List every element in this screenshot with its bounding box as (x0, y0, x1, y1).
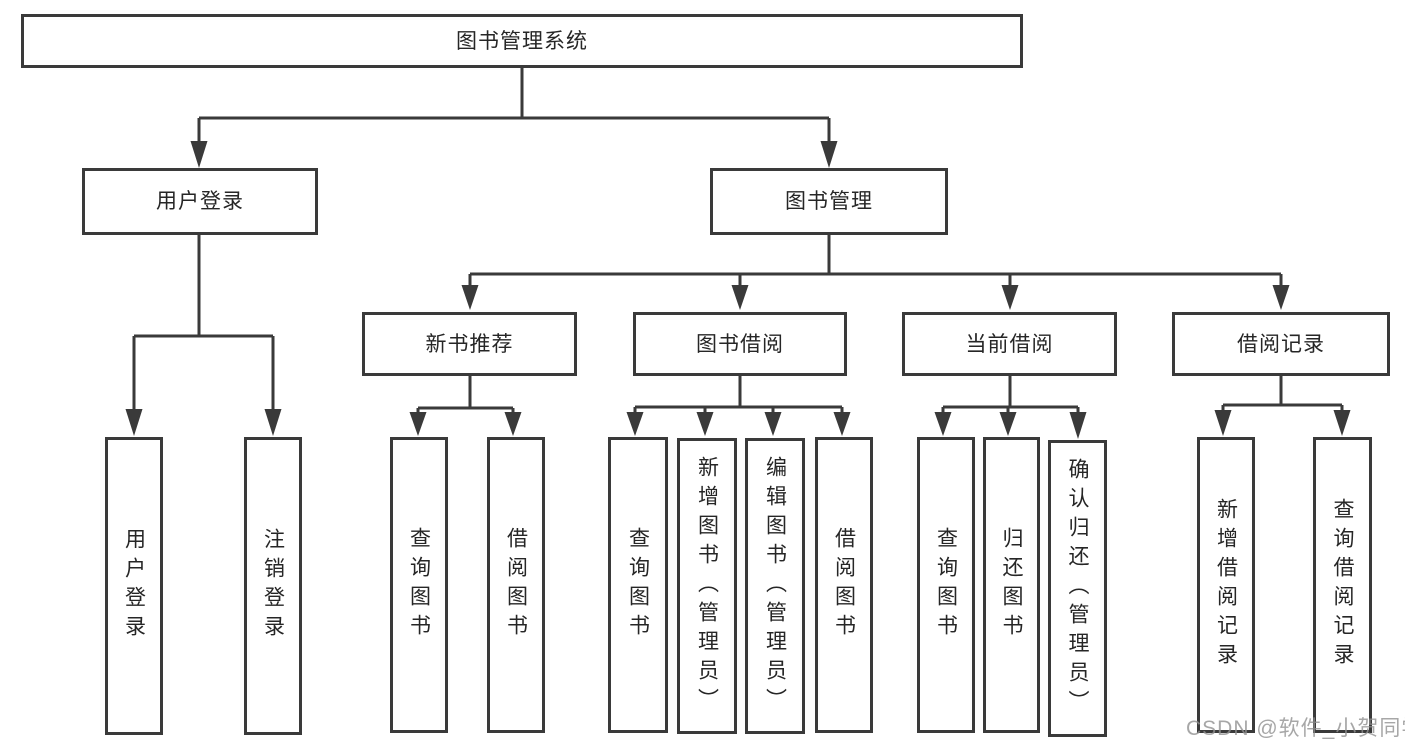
csdn-watermark: CSDN @软件_小贺同学 (1186, 717, 1405, 740)
leaf-recommend-borrow-books: 借阅图书 (487, 437, 545, 733)
node-book-borrowing: 图书借阅 (633, 312, 847, 376)
leaf-recommend-query-books: 查询图书 (390, 437, 448, 733)
leaf-logout: 注销登录 (244, 437, 302, 735)
node-book-management: 图书管理 (710, 168, 948, 235)
leaf-current-confirm-return-admin: 确认归还（管理员） (1048, 440, 1107, 737)
leaf-borrowing-add-books-admin: 新增图书（管理员） (677, 438, 737, 734)
node-new-book-recommendation: 新书推荐 (362, 312, 577, 376)
leaf-records-query-borrow-record: 查询借阅记录 (1313, 437, 1372, 733)
leaf-records-add-borrow-record: 新增借阅记录 (1197, 437, 1255, 733)
leaf-current-return-books: 归还图书 (983, 437, 1040, 733)
leaf-borrowing-query-books: 查询图书 (608, 437, 668, 733)
node-current-borrowing: 当前借阅 (902, 312, 1117, 376)
leaf-borrowing-borrow-books: 借阅图书 (815, 437, 873, 733)
node-user-login: 用户登录 (82, 168, 318, 235)
node-borrowing-records: 借阅记录 (1172, 312, 1390, 376)
leaf-borrowing-edit-books-admin: 编辑图书（管理员） (745, 438, 805, 734)
leaf-current-query-books: 查询图书 (917, 437, 975, 733)
root-node-library-management-system: 图书管理系统 (21, 14, 1023, 68)
arrowheads (125, 141, 1351, 439)
leaf-user-login: 用户登录 (105, 437, 163, 735)
